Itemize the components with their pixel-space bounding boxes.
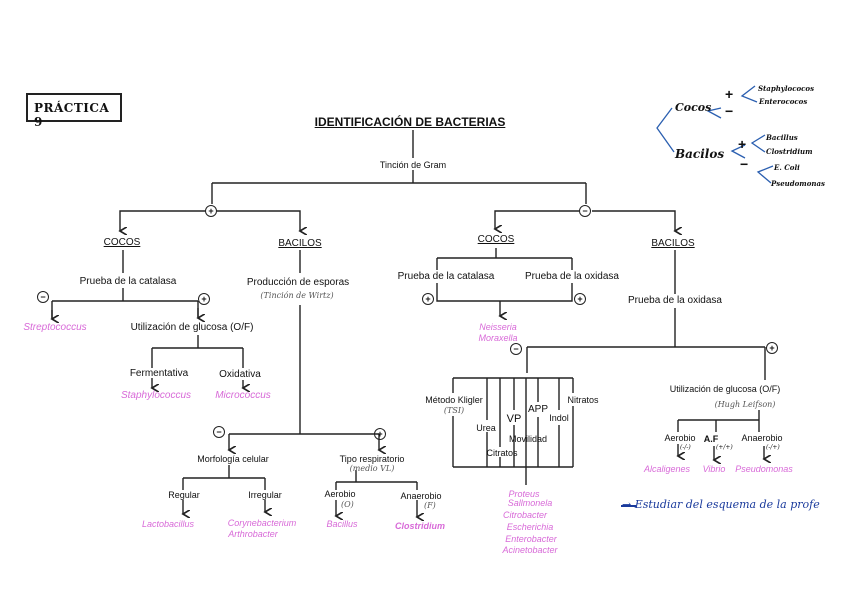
gp-bacilos-label: BACILOS [278,238,322,249]
gn-cocos-test-oxidasa: Prueba de la oxidasa [525,271,619,282]
gp-aerobio-note: (O) [341,500,354,509]
gn-glucosa-note: (Hugh Leifson) [714,400,776,409]
gn-bacilos-neg-sign: − [510,343,522,355]
gn-indol: Indol [549,413,569,423]
gn-neg-result-6: Acinetobacter [502,545,558,555]
summary-cocos-pos-2: Enterococos [759,97,808,106]
gn-anaerobio-note: (-/+) [766,444,780,451]
summary-bacilos-neg-2: Pseudomonas [771,179,825,188]
summary-bacilos-neg-sign: − [740,156,749,172]
gn-af-result: Vibrio [702,464,726,474]
gn-aerobio: Aerobio [664,433,696,443]
root-node: Tinción de Gram [379,160,447,170]
summary-bacilos: Bacilos [675,147,725,161]
summary-bacilos-pos-1: Bacillus [766,133,798,142]
gn-glucosa-test: Utilización de glucosa (O/F) [669,384,781,394]
gn-movilidad: Movilidad [508,434,548,444]
page-title: PRÁCTICA 9 [34,101,110,129]
page-title-box: PRÁCTICA 9 [26,93,122,129]
summary-cocos: Cocos [675,101,712,114]
gn-cocos-result-2: Moraxella [478,333,518,343]
gp-irregular-result-1: Corynebacterium [227,518,297,528]
gn-cocos-result-1: Neisseria [479,322,517,332]
gp-anaerobio-result: Clostridium [394,521,446,531]
gp-regular: Regular [168,490,200,500]
summary-cocos-neg-sign: − [725,103,734,119]
study-note: → Estudiar del esquema de la profe [622,498,820,511]
gp-fermentativa: Fermentativa [129,368,189,379]
gn-aerobio-result: Alcaligenes [643,464,691,474]
gp-cocos-test: Prueba de la catalasa [79,276,177,287]
gn-aerobio-note: (-/-) [680,444,691,451]
gn-vp: VP [506,413,522,425]
summary-bacilos-neg-1: E. Coli [774,163,800,172]
gp-cocos-pos-test: Utilización de glucosa (O/F) [130,322,254,333]
gp-morfologia: Morfología celular [197,454,269,464]
gn-kligler-note: (TSI) [443,406,465,415]
gn-cocos-test-catalasa: Prueba de la catalasa [397,271,495,282]
summary-cocos-pos-sign: + [725,86,734,102]
gp-cocos-neg-result: Streptococcus [23,322,87,333]
gn-cocos-label: COCOS [477,234,515,245]
gp-anaerobio: Anaerobio [400,491,442,501]
diagram-title: IDENTIFICACIÓN DE BACTERIAS [314,115,506,129]
gn-af: A.F [703,434,719,444]
gn-urea: Urea [476,423,496,433]
gp-irregular: Irregular [248,490,282,500]
gp-tipo-respiratorio: Tipo respiratorio [339,454,405,464]
gram-positive-sign: + [205,205,217,217]
gn-anaerobio-result: Pseudomonas [735,464,793,474]
gn-anaerobio: Anaerobio [741,433,783,443]
gn-kligler: Método Kligler [425,395,483,405]
gp-oxidativa: Oxidativa [219,369,261,380]
gram-negative-sign: − [579,205,591,217]
gn-neg-result-1: Proteus [508,489,540,499]
summary-bacilos-pos-2: Clostridium [766,147,813,156]
gn-neg-result-5: Enterobacter [505,534,557,544]
gp-fermentativa-result: Staphylococcus [120,390,192,401]
summary-cocos-pos-1: Staphylococos [758,84,815,93]
gn-neg-result-2: Sallmonela [507,498,553,508]
gn-nitratos: Nitratos [567,395,599,405]
gp-bacilos-test-note: (Tinción de Wirtz) [260,291,334,300]
gp-regular-result: Lactobacillus [141,519,195,529]
gp-cocos-pos-sign: + [198,293,210,305]
gn-bacilos-test: Prueba de la oxidasa [628,295,722,306]
gp-bacilos-test: Producción de esporas [246,277,350,288]
gp-cocos-neg-sign: − [37,291,49,303]
gn-bacilos-pos-sign: + [766,342,778,354]
gp-tipo-respiratorio-note: (medio VL) [349,464,395,473]
gn-neg-result-4: Escherichia [506,522,554,532]
gn-af-note: (+/+) [716,444,733,451]
gp-bacilos-neg-sign: − [213,426,225,438]
gp-oxidativa-result: Micrococcus [215,390,271,401]
gp-bacilos-pos-sign: + [374,428,386,440]
gn-cocos-oxidasa-pos-sign: + [574,293,586,305]
gn-bacilos-label: BACILOS [651,238,695,249]
gp-irregular-result-2: Arthrobacter [228,529,278,539]
gn-cocos-catalasa-pos-sign: + [422,293,434,305]
gn-neg-result-3: Citrobacter [502,510,548,520]
gp-anaerobio-note: (F) [424,501,436,510]
gp-aerobio-result: Bacillus [326,519,358,529]
summary-bacilos-pos-sign: + [738,136,747,152]
gn-app: APP [527,404,549,415]
gp-cocos-label: COCOS [103,237,141,248]
gn-citratos: Citratos [486,448,518,458]
gp-aerobio: Aerobio [324,489,356,499]
